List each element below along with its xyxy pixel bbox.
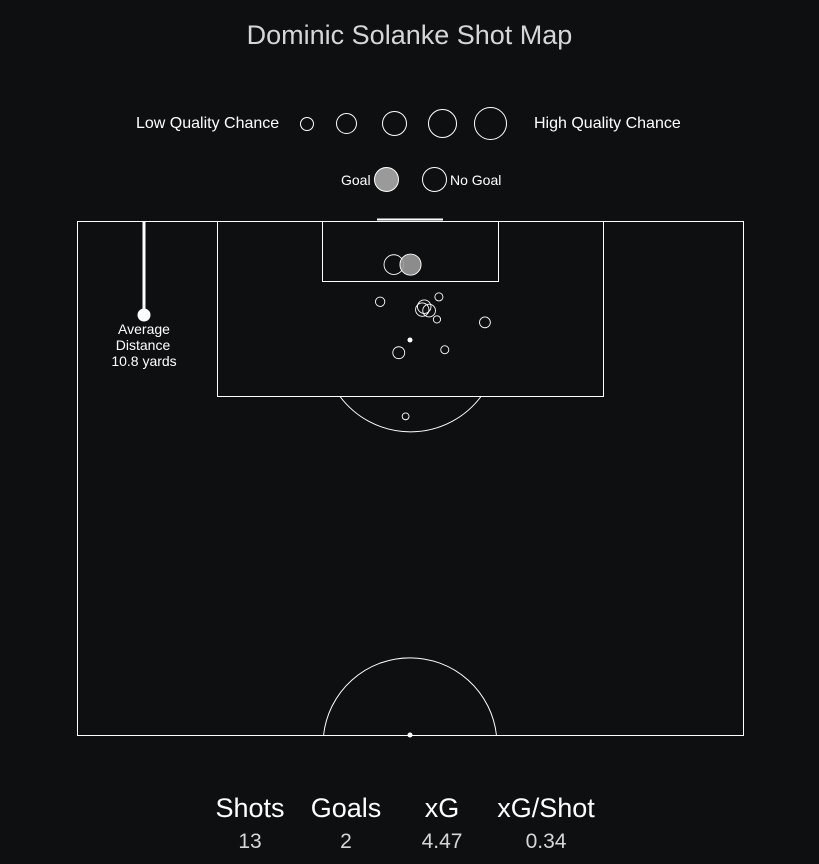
shot-marker — [479, 316, 491, 329]
shot-marker — [415, 302, 430, 317]
six-yard-box — [322, 221, 499, 282]
shot-marker — [416, 299, 432, 314]
pitch-outline — [77, 221, 744, 736]
penalty-area — [217, 221, 604, 397]
legend-goal-label: Goal — [341, 172, 371, 188]
shot-marker — [375, 296, 386, 307]
shot-marker — [432, 315, 442, 324]
stat-xgshot-value: 0.34 — [525, 830, 567, 853]
stat-shots-value: 13 — [238, 830, 262, 853]
average-distance-marker — [137, 308, 151, 322]
centre-circle — [323, 657, 497, 736]
shots-layer — [375, 253, 491, 421]
chart-title: Dominic Solanke Shot Map — [246, 20, 573, 50]
shot-marker — [434, 292, 444, 302]
legend-size-circle-3 — [382, 111, 407, 136]
legend-size-circle-2 — [336, 113, 357, 134]
legend-goal-marker — [374, 167, 399, 192]
penalty-spot — [407, 337, 413, 343]
penalty-arc — [339, 396, 482, 433]
shot-marker — [399, 253, 422, 276]
centre-spot — [407, 732, 413, 738]
stat-shots-label: Shots — [215, 793, 285, 823]
average-distance-label-2: Distance — [115, 337, 171, 353]
stat-xg-value: 4.47 — [421, 830, 463, 853]
stat-xg-label: xG — [424, 793, 460, 823]
legend-size-circle-5 — [474, 107, 507, 140]
legend-high-quality: High Quality Chance — [534, 115, 681, 132]
shot-marker — [401, 412, 410, 421]
legend-no-goal-label: No Goal — [450, 172, 502, 188]
legend-size-circle-1 — [300, 117, 314, 131]
stat-goals-value: 2 — [340, 830, 352, 853]
legend-size-circle-4 — [428, 109, 457, 138]
average-distance-label-1: Average — [118, 321, 170, 337]
average-distance-label-3: 10.8 yards — [111, 353, 177, 369]
legend-low-quality: Low Quality Chance — [136, 115, 280, 132]
legend-no-goal-marker — [422, 167, 447, 192]
shot-marker — [422, 303, 436, 318]
shot-marker — [440, 345, 450, 355]
stat-xgshot-label: xG/Shot — [497, 793, 595, 823]
shot-marker — [392, 346, 406, 360]
stat-goals-label: Goals — [310, 793, 382, 823]
